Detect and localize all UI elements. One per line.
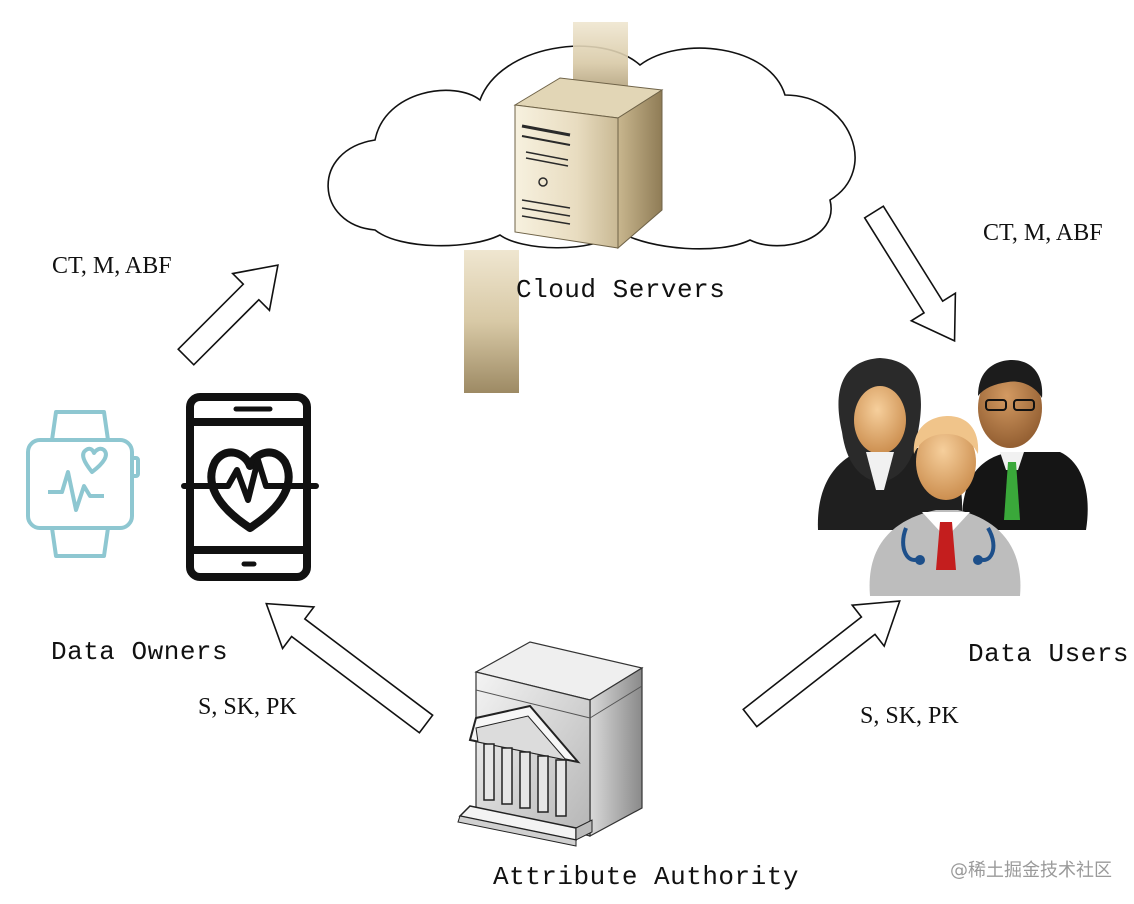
- data-users-label: Data Users: [968, 639, 1130, 669]
- arrow-authority-to-owners: [265, 602, 434, 734]
- flow-label-owners-to-cloud: CT, M, ABF: [52, 253, 172, 279]
- flow-label-authority-to-owners: S, SK, PK: [198, 694, 297, 720]
- flow-label-cloud-to-users: CT, M, ABF: [983, 220, 1103, 246]
- attribute-authority-label: Attribute Authority: [493, 862, 799, 892]
- people-group-icon: [817, 358, 1088, 596]
- arrow-owners-to-cloud: [177, 264, 279, 366]
- cloud-servers-label: Cloud Servers: [516, 275, 726, 305]
- government-building-server-icon: [457, 641, 644, 847]
- smartwatch-heart-icon: [26, 410, 140, 558]
- arrow-cloud-to-users: [863, 205, 957, 343]
- flow-label-authority-to-users: S, SK, PK: [860, 703, 959, 729]
- arrow-authority-to-users: [742, 600, 901, 728]
- watermark-text: @稀土掘金技术社区: [950, 860, 1112, 881]
- data-owners-label: Data Owners: [51, 637, 229, 667]
- tower-server-icon: [464, 22, 664, 393]
- smartphone-heartbeat-icon: [181, 393, 319, 581]
